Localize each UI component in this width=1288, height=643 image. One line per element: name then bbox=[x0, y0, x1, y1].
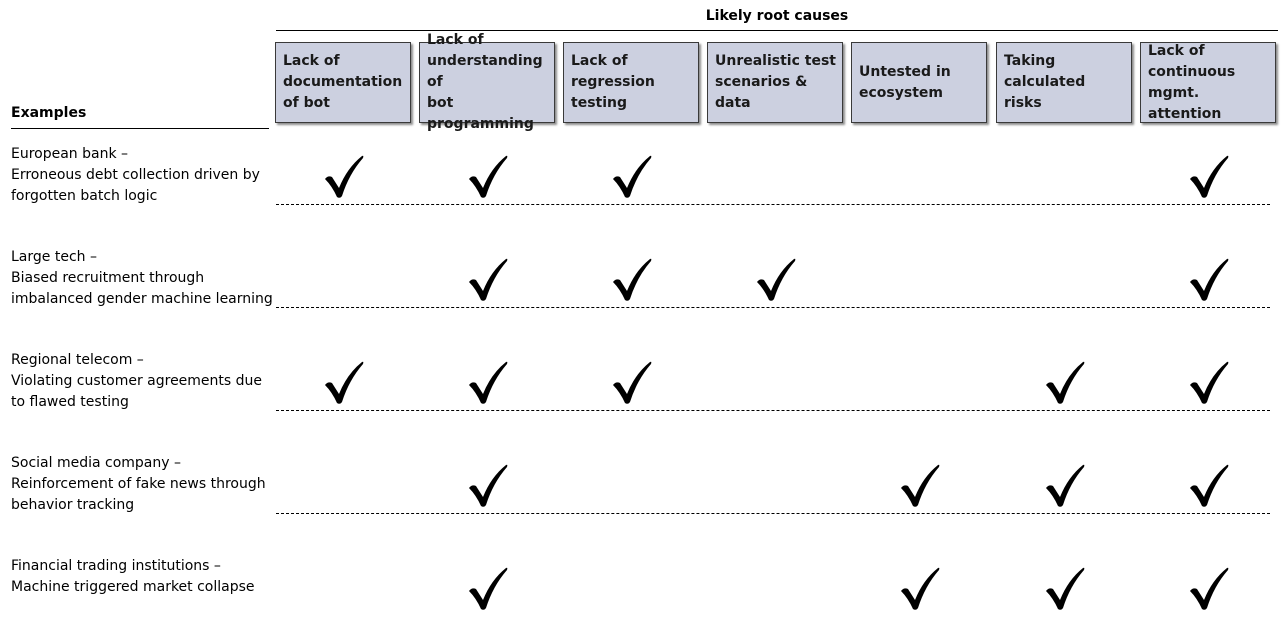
example-text: Regional telecom – Violating customer ag… bbox=[11, 352, 263, 410]
check-mark bbox=[469, 464, 508, 507]
check-icon bbox=[325, 361, 364, 404]
check-mark bbox=[901, 464, 940, 507]
check-icon bbox=[901, 464, 940, 507]
root-cause-label: Unrealistic test scenarios & data bbox=[715, 53, 836, 111]
root-cause-header: Lack of regression testing bbox=[563, 42, 699, 123]
example-row: Social media company – Reinforcement of … bbox=[0, 437, 1288, 540]
root-cause-label: Lack of regression testing bbox=[571, 53, 655, 111]
root-cause-header: Untested in ecosystem bbox=[851, 42, 987, 123]
check-icon bbox=[325, 155, 364, 198]
check-icon bbox=[1190, 464, 1229, 507]
check-icon bbox=[469, 567, 508, 610]
check-mark bbox=[469, 567, 508, 610]
check-mark bbox=[1046, 464, 1085, 507]
check-mark bbox=[1190, 361, 1229, 404]
row-divider bbox=[276, 410, 1270, 411]
check-mark bbox=[613, 258, 652, 301]
check-mark bbox=[469, 155, 508, 198]
check-icon bbox=[469, 361, 508, 404]
example-text: Financial trading institutions – Machine… bbox=[11, 558, 255, 595]
row-divider bbox=[276, 307, 1270, 308]
check-mark bbox=[325, 361, 364, 404]
check-mark bbox=[1190, 155, 1229, 198]
examples-heading: Examples bbox=[11, 105, 87, 121]
row-divider bbox=[276, 513, 1270, 514]
check-mark bbox=[757, 258, 796, 301]
example-text: European bank – Erroneous debt collectio… bbox=[11, 146, 260, 204]
root-cause-label: Lack of understanding of bot programming bbox=[427, 32, 543, 132]
check-icon bbox=[1190, 567, 1229, 610]
root-cause-label: Lack of continuous mgmt. attention bbox=[1148, 42, 1236, 122]
check-icon bbox=[613, 361, 652, 404]
example-text: Large tech – Biased recruitment through … bbox=[11, 249, 273, 307]
check-mark bbox=[1190, 464, 1229, 507]
check-mark bbox=[1190, 258, 1229, 301]
root-cause-header: Lack of documentation of bot bbox=[275, 42, 411, 123]
example-row: Large tech – Biased recruitment through … bbox=[0, 231, 1288, 334]
check-icon bbox=[1046, 361, 1085, 404]
check-icon bbox=[469, 464, 508, 507]
check-icon bbox=[1046, 464, 1085, 507]
check-icon bbox=[1190, 361, 1229, 404]
check-mark bbox=[1046, 567, 1085, 610]
root-cause-header: Unrealistic test scenarios & data bbox=[707, 42, 843, 123]
check-icon bbox=[1190, 258, 1229, 301]
check-mark bbox=[1190, 567, 1229, 610]
row-divider bbox=[276, 204, 1270, 205]
check-icon bbox=[613, 258, 652, 301]
example-row: Regional telecom – Violating customer ag… bbox=[0, 334, 1288, 437]
root-cause-label: Lack of documentation of bot bbox=[283, 53, 403, 111]
check-mark bbox=[1046, 361, 1085, 404]
root-cause-header: Lack of understanding of bot programming bbox=[419, 32, 555, 132]
check-icon bbox=[469, 258, 508, 301]
root-cause-header: Lack of continuous mgmt. attention bbox=[1140, 42, 1276, 123]
example-row: Financial trading institutions – Machine… bbox=[0, 540, 1288, 643]
check-icon bbox=[1190, 155, 1229, 198]
root-cause-header: Taking calculated risks bbox=[996, 42, 1132, 123]
check-icon bbox=[1046, 567, 1085, 610]
root-cause-label: Untested in ecosystem bbox=[859, 63, 951, 101]
check-mark bbox=[613, 155, 652, 198]
check-mark bbox=[469, 258, 508, 301]
example-row: European bank – Erroneous debt collectio… bbox=[0, 128, 1288, 231]
check-mark bbox=[901, 567, 940, 610]
root-causes-title: Likely root causes bbox=[705, 8, 849, 24]
check-icon bbox=[613, 155, 652, 198]
check-mark bbox=[469, 361, 508, 404]
root-causes-rule bbox=[276, 30, 1278, 31]
check-icon bbox=[757, 258, 796, 301]
check-icon bbox=[469, 155, 508, 198]
root-cause-label: Taking calculated risks bbox=[1004, 53, 1086, 111]
check-icon bbox=[901, 567, 940, 610]
example-text: Social media company – Reinforcement of … bbox=[11, 455, 266, 513]
check-mark bbox=[325, 155, 364, 198]
check-mark bbox=[613, 361, 652, 404]
examples-rule bbox=[11, 128, 269, 129]
